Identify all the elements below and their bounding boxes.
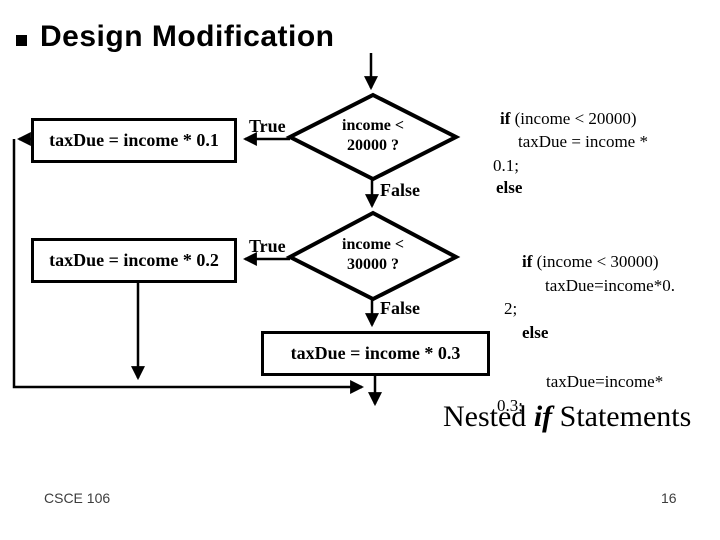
process-box-tax-01-label: taxDue = income * 0.1	[49, 130, 219, 150]
code1-if-condition: (income < 20000)	[510, 109, 637, 128]
code1-line-assign-wrap: 0.1;	[493, 156, 519, 175]
false-label-2: False	[380, 298, 420, 318]
decision1-label-line2: 20000 ?	[347, 137, 399, 154]
footer-page-number: 16	[661, 490, 677, 506]
left-rail-merge-line	[12, 139, 365, 394]
process-box-tax-03: taxDue = income * 0.3	[261, 331, 490, 376]
decision2-label-line1: income <	[342, 236, 404, 253]
code2-if-condition: (income < 30000)	[532, 252, 659, 271]
code1-if-keyword: if	[500, 109, 511, 128]
caption-pre: Nested	[443, 400, 534, 433]
caption-nested-if: Nested if Statements	[443, 400, 691, 434]
bullet-square-icon	[16, 34, 27, 46]
decision1-diamond	[285, 92, 461, 182]
code2-else-keyword: else	[522, 323, 549, 342]
process-box-tax-03-label: taxDue = income * 0.3	[290, 343, 461, 363]
code2-line-if: if (income < 30000)	[522, 252, 659, 272]
process-box-tax-02: taxDue = income * 0.2	[31, 238, 237, 283]
code2-line-assign2: taxDue=income*	[546, 372, 664, 391]
decision2-label: income < 30000 ?	[290, 235, 456, 275]
decision1-label: income < 20000 ?	[290, 116, 456, 156]
slide-title-text: Design Modification	[40, 20, 335, 53]
caption-post: Statements	[552, 400, 692, 433]
false-label-1: False	[380, 180, 420, 200]
decision1-label-line1: income <	[342, 117, 404, 134]
decision2-label-line2: 30000 ?	[347, 256, 399, 273]
process-box-tax-02-label: taxDue = income * 0.2	[49, 250, 219, 270]
decision2-diamond	[285, 210, 461, 302]
code1-line-assign: taxDue = income *	[518, 132, 648, 151]
caption-if-keyword: if	[533, 400, 553, 433]
code2-line-assign: taxDue=income*0.	[545, 276, 675, 295]
slide-title: Design Modification	[16, 20, 335, 54]
footer-course: CSCE 106	[44, 490, 111, 506]
code2-line-assign-wrap: 2;	[504, 299, 518, 318]
true-label-1: True	[249, 116, 286, 136]
code2-if-keyword: if	[522, 252, 533, 271]
process-box-tax-01: taxDue = income * 0.1	[31, 118, 237, 163]
code1-line-if: if (income < 20000)	[500, 109, 637, 129]
true-label-2: True	[249, 236, 286, 256]
code1-else-keyword: else	[496, 178, 523, 197]
code2-line-assign2-wrap: 0.3;	[497, 396, 523, 415]
